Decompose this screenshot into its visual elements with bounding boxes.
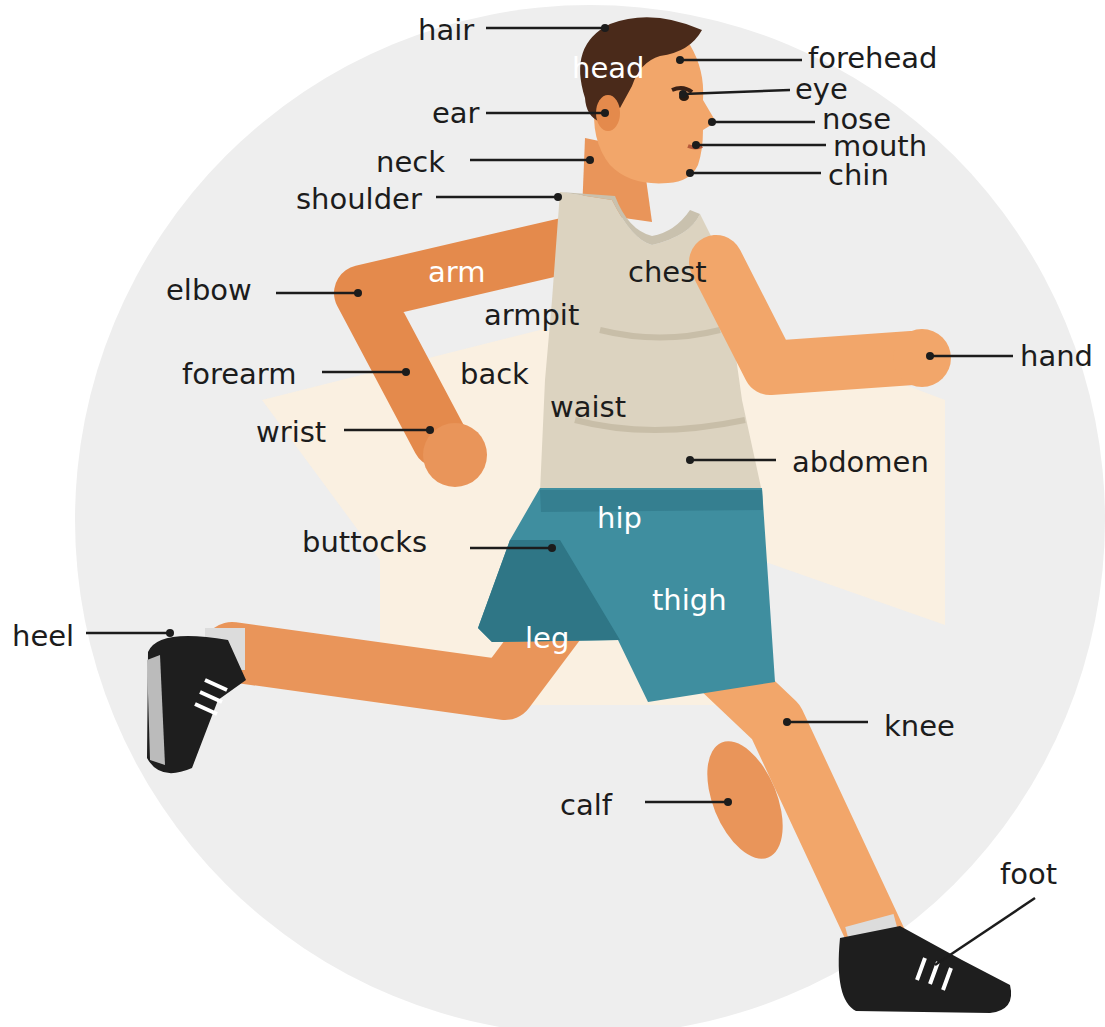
leader-line [276, 292, 358, 295]
leader-dot [783, 718, 791, 726]
leader-dot [548, 544, 556, 552]
part-label: eye [795, 71, 848, 107]
part-label: buttocks [302, 524, 427, 560]
leader-line [645, 801, 728, 804]
part-label: arm [428, 254, 485, 290]
leader-dot [601, 109, 609, 117]
part-label: armpit [484, 297, 579, 333]
part-label: shoulder [296, 181, 422, 217]
leader-line [930, 355, 1013, 358]
tank-collar [560, 192, 700, 245]
shorts-waistband [540, 490, 763, 512]
part-label: forearm [182, 356, 297, 392]
front-arm [716, 262, 912, 368]
part-label: chest [628, 254, 707, 290]
leader-line [690, 172, 821, 175]
part-label: back [460, 356, 529, 392]
leader-dot [166, 629, 174, 637]
part-label: hair [418, 12, 474, 48]
leader-line [690, 459, 776, 462]
part-label: heel [12, 618, 74, 654]
leader-line [787, 721, 868, 724]
leader-dot [724, 798, 732, 806]
leader-dot [686, 169, 694, 177]
leader-line [86, 632, 170, 635]
part-label: foot [1000, 856, 1057, 892]
leader-line [322, 371, 406, 374]
part-label: thigh [652, 582, 727, 618]
part-label: wrist [256, 414, 326, 450]
calf-muscle [692, 731, 798, 870]
background-circle [75, 5, 1105, 1027]
part-label: waist [550, 389, 626, 425]
leader-line [680, 59, 802, 62]
leader-line [712, 121, 815, 124]
front-shoe [839, 926, 1011, 1013]
front-shoe-laces [917, 958, 951, 990]
leader-line [696, 144, 826, 147]
back-shoe-sole [147, 655, 165, 765]
back-fist [423, 423, 487, 487]
leader-dot [586, 156, 594, 164]
leader-dots [166, 24, 934, 806]
part-label: chin [828, 157, 889, 193]
front-fist [893, 329, 951, 387]
leader-lines [86, 28, 1035, 965]
leader-dot [708, 118, 716, 126]
leader-dot [402, 368, 410, 376]
back-shoe [147, 636, 246, 773]
leader-line [486, 27, 605, 30]
part-label: hip [597, 500, 642, 536]
leader-dot [686, 456, 694, 464]
leader-dot [354, 289, 362, 297]
leader-line [344, 429, 430, 432]
part-label: knee [884, 708, 955, 744]
leader-dot [426, 426, 434, 434]
leader-dot [926, 352, 934, 360]
part-label: neck [376, 144, 445, 180]
part-label: calf [560, 787, 612, 823]
leader-dot [554, 193, 562, 201]
part-label: forehead [808, 40, 937, 76]
part-label: abdomen [792, 444, 929, 480]
part-label: ear [432, 95, 480, 131]
leader-line [683, 90, 790, 94]
leader-dot [679, 90, 687, 98]
leader-line [436, 196, 558, 199]
leader-line [935, 898, 1035, 965]
leader-dot [692, 141, 700, 149]
leader-line [470, 159, 590, 162]
part-label: head [572, 50, 644, 86]
part-label: leg [525, 620, 569, 656]
leader-line [470, 547, 552, 550]
leader-dot [601, 24, 609, 32]
back-shoe-laces [195, 680, 227, 714]
part-label: elbow [166, 272, 252, 308]
shorts [478, 488, 775, 702]
part-label: hand [1020, 338, 1093, 374]
leader-line [486, 112, 605, 115]
leader-dot [676, 56, 684, 64]
